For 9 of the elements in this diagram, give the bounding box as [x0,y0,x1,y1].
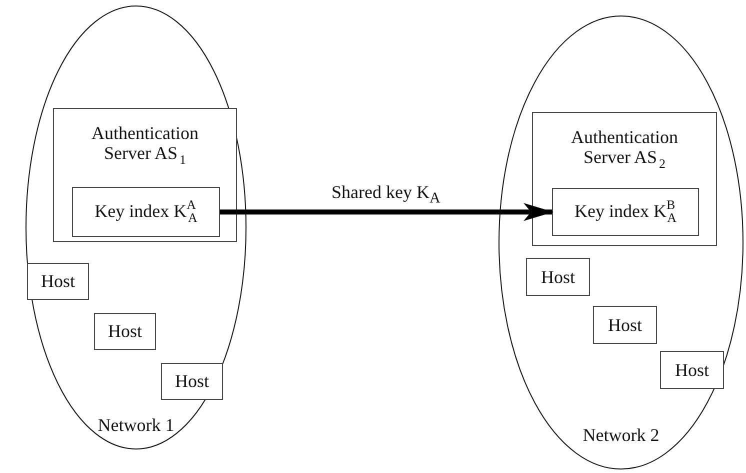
host-box: Host [27,263,89,300]
host-box: Host [161,363,223,400]
network-label: Network 1 [98,415,174,435]
host-box: Host [526,258,590,296]
host-box: Host [593,306,657,344]
host-box: Host [660,351,724,389]
edge-label: Shared key K$_{A}$ [330,183,442,202]
host-box: Host [94,313,156,350]
network-label: Network 2 [582,425,660,445]
